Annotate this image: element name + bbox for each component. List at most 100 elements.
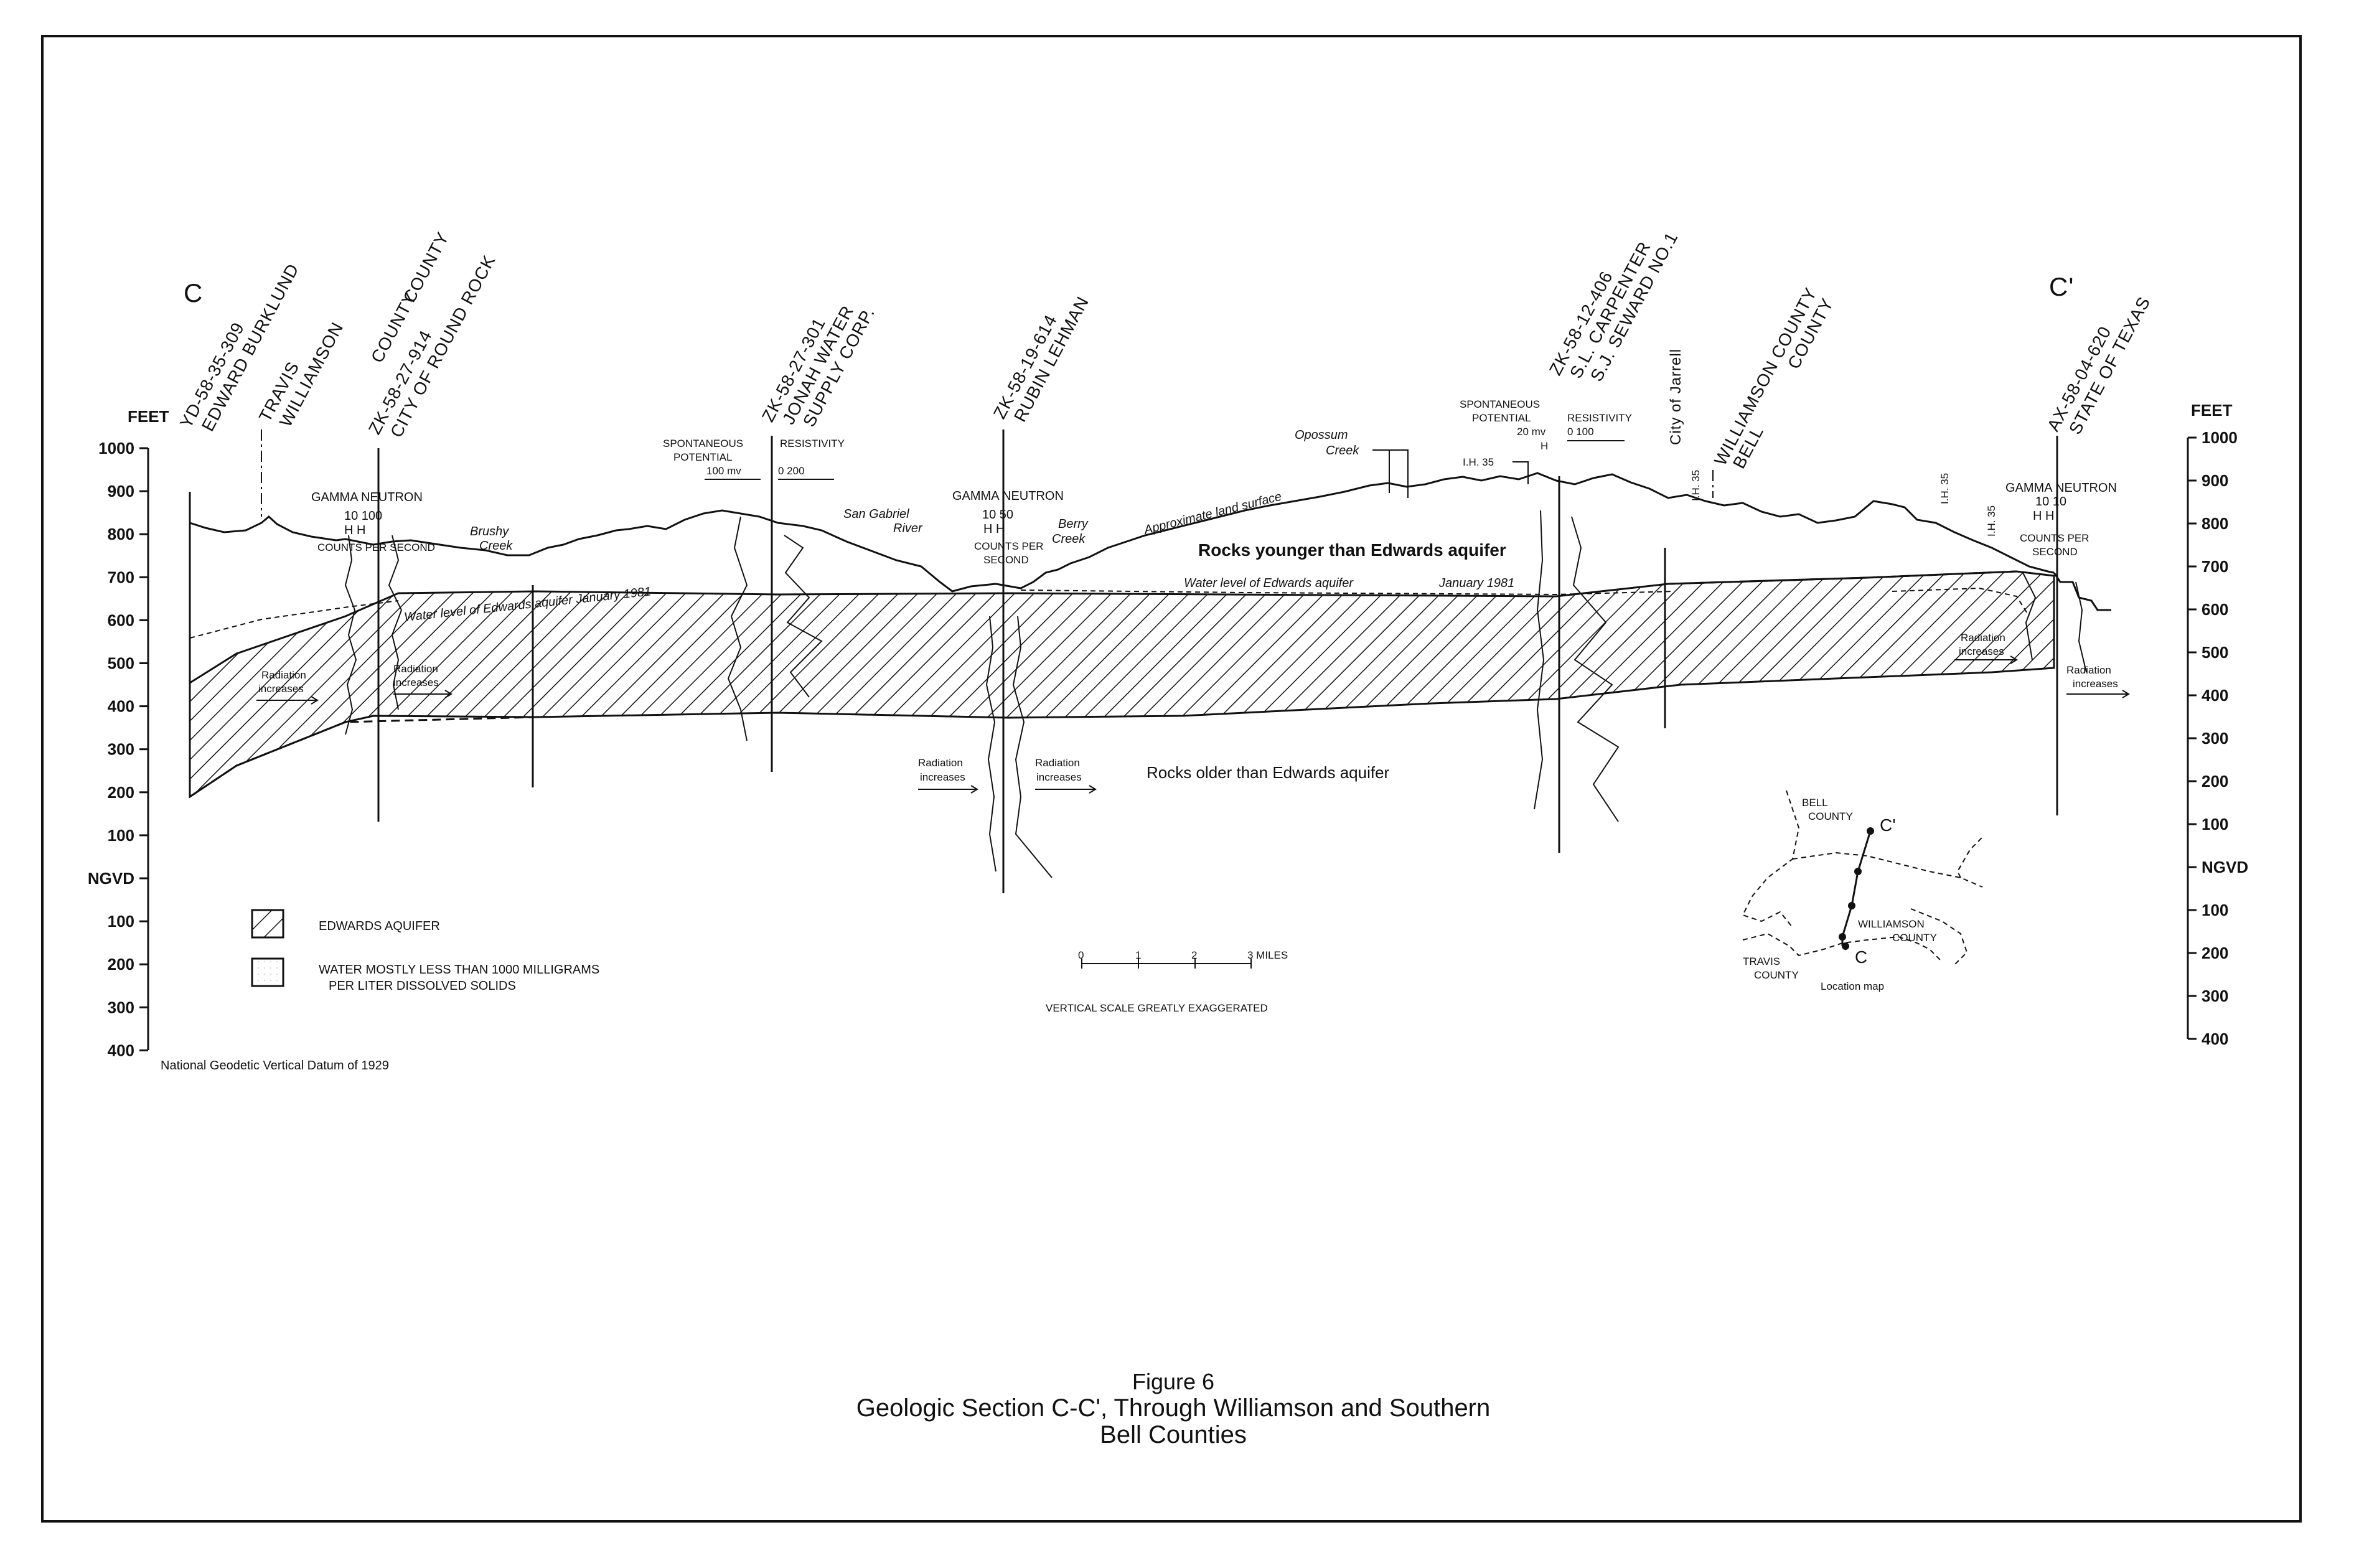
land-surface-profile: [189, 472, 2055, 593]
legend: EDWARDS AQUIFER WATER MOSTLY LESS THAN 1…: [251, 909, 599, 993]
left-axis-tick-label: 700: [108, 568, 134, 586]
right-axis-tick-label: 900: [2202, 471, 2228, 490]
svg-text:H H: H H: [983, 522, 1005, 536]
right-axis-tick-label: 300: [2202, 729, 2228, 748]
left-axis-tick-label: 100: [108, 912, 134, 931]
resistivity-label-2: RESISTIVITY: [1567, 412, 1632, 424]
svg-text:SECOND: SECOND: [2032, 546, 2078, 558]
legend-swatch-water: [251, 957, 284, 987]
legend-label-water: WATER MOSTLY LESS THAN 1000 MILLIGRAMS: [319, 963, 599, 977]
spontaneous-label-1: SPONTANEOUS: [663, 438, 743, 449]
svg-text:I.H. 35: I.H. 35: [1463, 456, 1494, 468]
axis-unit-left: FEET: [128, 407, 169, 426]
right-elevation-axis: FEET 1000900800700600500400300200100NGVD…: [2187, 401, 2248, 1048]
resistivity-label-1: RESISTIVITY: [780, 438, 845, 449]
spontaneous-label-2: SPONTANEOUS: [1460, 398, 1540, 410]
radiation-labels: Radiation increases Radiation increases …: [256, 632, 2130, 794]
svg-text:POTENTIAL: POTENTIAL: [673, 451, 732, 463]
figure-frame: [41, 35, 2302, 1523]
left-elevation-axis: FEET 1000900800700600500400300200100NGVD…: [88, 407, 169, 1059]
left-axis-tick-label: 600: [108, 611, 134, 629]
svg-text:Creek: Creek: [1326, 444, 1359, 458]
svg-text:BELL: BELL: [1802, 797, 1828, 809]
aquifer-top-dashed-right: [1667, 570, 2017, 585]
location-map: BELL COUNTY WILLIAMSON COUNTY TRAVIS COU…: [1742, 790, 1983, 992]
svg-text:COUNTY: COUNTY: [1892, 932, 1937, 944]
well-owner-2: CITY OF ROUND ROCK: [387, 251, 499, 440]
older-rocks-label: Rocks older than Edwards aquifer: [1147, 763, 1390, 782]
right-axis-tick-label: 600: [2202, 600, 2228, 619]
svg-text:C': C': [1880, 815, 1896, 835]
right-axis-tick-label: 400: [2202, 686, 2228, 705]
svg-text:H H: H H: [344, 523, 365, 537]
figure-title: Geologic Section C-C', Through Williamso…: [856, 1394, 1491, 1422]
svg-text:10 50: 10 50: [982, 508, 1013, 522]
svg-text:I.H. 35: I.H. 35: [1939, 473, 1951, 504]
svg-text:I.H. 35: I.H. 35: [1690, 470, 1702, 501]
svg-text:increases: increases: [2073, 678, 2118, 690]
svg-text:Radiation: Radiation: [1961, 632, 2005, 644]
right-axis-tick-label: 400: [2202, 1030, 2228, 1048]
svg-text:PER LITER DISSOLVED SOLIDS: PER LITER DISSOLVED SOLIDS: [329, 979, 516, 993]
gamma-neutron-label-1: GAMMA NEUTRON: [311, 491, 423, 504]
right-axis-tick-label: 100: [2202, 901, 2228, 919]
city-of-jarrell-label: City of Jarrell: [1667, 349, 1684, 445]
svg-text:Radiation: Radiation: [918, 757, 963, 769]
left-axis-tick-label: 300: [108, 998, 134, 1016]
axis-unit-right: FEET: [2191, 401, 2233, 420]
scale-bar: 0 1 2 3 MILES VERTICAL SCALE GREATLY EXA…: [1046, 949, 1288, 1014]
svg-text:H H: H H: [2033, 509, 2054, 523]
svg-text:100 mv: 100 mv: [706, 465, 741, 477]
left-axis-tick-label: 100: [108, 826, 134, 845]
right-axis-tick-label: 1000: [2202, 428, 2238, 447]
datum-note: National Geodetic Vertical Datum of 1929: [161, 1059, 389, 1073]
svg-text:Opossum: Opossum: [1295, 428, 1348, 442]
svg-text:1: 1: [1135, 949, 1141, 961]
fresh-water-boundary-right: [1892, 587, 2030, 617]
left-axis-tick-label: 300: [108, 740, 134, 759]
svg-text:20 mv: 20 mv: [1517, 426, 1546, 438]
right-axis-tick-label: 200: [2202, 944, 2228, 962]
younger-rocks-label: Rocks younger than Edwards aquifer: [1198, 540, 1506, 560]
edwards-aquifer-zone: [189, 570, 2055, 799]
left-axis-tick-label: NGVD: [88, 869, 134, 888]
svg-text:C: C: [1855, 947, 1867, 967]
svg-text:increases: increases: [393, 677, 439, 688]
svg-text:Creek: Creek: [1052, 532, 1086, 546]
figure-title-line2: Bell Counties: [1100, 1421, 1247, 1448]
svg-text:3 MILES: 3 MILES: [1247, 949, 1288, 961]
svg-text:COUNTS PER: COUNTS PER: [974, 540, 1043, 552]
svg-text:Radiation: Radiation: [2066, 664, 2111, 676]
svg-text:0 200: 0 200: [778, 465, 805, 477]
svg-text:I.H. 35: I.H. 35: [1986, 505, 1997, 537]
svg-text:COUNTY: COUNTY: [1754, 969, 1799, 981]
right-axis-tick-label: NGVD: [2202, 858, 2248, 876]
svg-text:Berry: Berry: [1058, 517, 1089, 531]
location-map-caption: Location map: [1821, 980, 1884, 992]
left-axis-tick-label: 800: [108, 525, 134, 543]
left-axis-tick-label: 900: [108, 482, 134, 500]
right-axis-tick-label: 300: [2202, 987, 2228, 1005]
left-axis-tick-label: 400: [108, 697, 134, 716]
svg-text:Approximate land surface: Approximate land surface: [1142, 490, 1283, 537]
right-axis-tick-label: 700: [2202, 557, 2228, 576]
section-end-label: C': [2049, 272, 2074, 301]
svg-text:WILLIAMSON: WILLIAMSON: [1858, 918, 1925, 930]
svg-text:TRAVIS: TRAVIS: [1743, 955, 1780, 967]
right-axis-tick-label: 100: [2202, 815, 2228, 833]
left-axis-tick-label: 200: [108, 783, 134, 802]
svg-text:POTENTIAL: POTENTIAL: [1472, 412, 1531, 424]
svg-text:H: H: [1541, 440, 1548, 452]
svg-text:increases: increases: [258, 683, 304, 695]
right-well-profile-tail: [2053, 572, 2111, 611]
county-left-suffix-2: COUNTY: [400, 228, 453, 306]
svg-text:Radiation: Radiation: [261, 669, 306, 681]
svg-text:increases: increases: [1959, 646, 2004, 657]
county-right-top: WILLIAMSON COUNTY: [1710, 284, 1821, 469]
svg-text:2: 2: [1191, 949, 1197, 961]
well-lines: [189, 430, 2058, 893]
left-axis-tick-label: 1000: [98, 439, 134, 458]
legend-label-aquifer: EDWARDS AQUIFER: [319, 919, 440, 933]
